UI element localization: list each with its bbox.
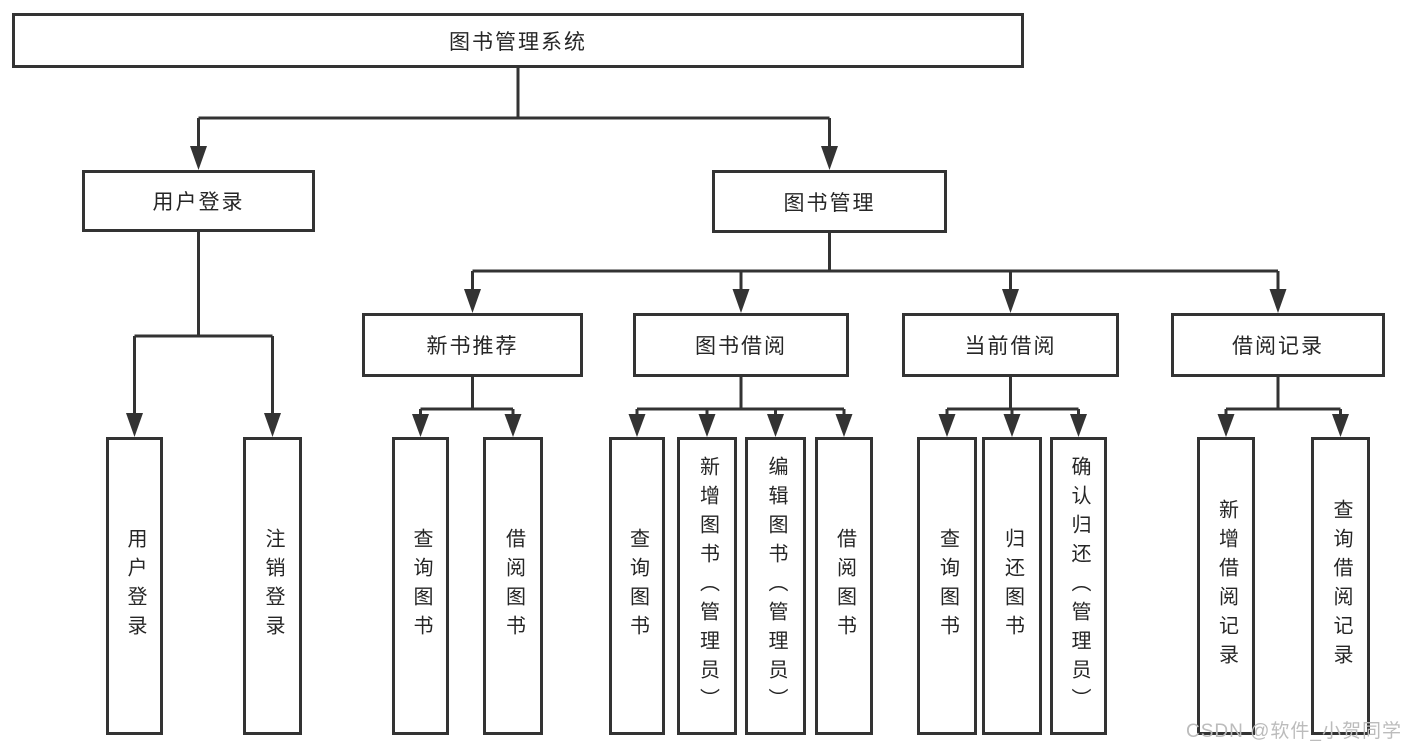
arrowhead-icon (1003, 414, 1021, 437)
node-label: 查询图书 (626, 528, 649, 644)
arrowhead-icon (190, 146, 207, 170)
node-leaf-return-books: 归还图书 (982, 437, 1042, 735)
node-leaf-edit-books-admin: 编辑图书（管理员） (745, 437, 806, 735)
node-leaf-query-books-borrow: 查询图书 (609, 437, 665, 735)
arrowhead-icon (732, 289, 750, 313)
node-label: 借阅记录 (1232, 335, 1324, 358)
node-leaf-query-books-recommend: 查询图书 (392, 437, 449, 735)
node-label: 注销登录 (262, 528, 284, 644)
node-label: 借阅图书 (502, 528, 525, 644)
node-label: 图书管理系统 (449, 30, 587, 54)
node-label: 查询图书 (936, 528, 959, 644)
node-leaf-confirm-return-admin: 确认归还（管理员） (1050, 437, 1107, 735)
node-label: 图书管理 (783, 191, 876, 215)
node-leaf-query-books-current: 查询图书 (917, 437, 977, 735)
arrowhead-icon (835, 414, 853, 437)
node-label: 新增借阅记录 (1215, 499, 1238, 673)
node-label: 借阅图书 (833, 528, 856, 644)
arrowhead-icon (1070, 414, 1087, 437)
connector-management-to-modules (471, 233, 1280, 290)
node-module-book-borrow: 图书借阅 (633, 313, 849, 377)
csdn-watermark: CSDN @软件_小贺同学 (1186, 721, 1402, 742)
node-label: 新书推荐 (426, 335, 519, 358)
connector-current-to-leaves (945, 377, 1080, 416)
node-leaf-add-books-admin: 新增图书（管理员） (677, 437, 737, 735)
node-module-current-borrow: 当前借阅 (902, 313, 1119, 377)
arrowhead-icon (464, 289, 481, 313)
node-leaf-add-borrow-record: 新增借阅记录 (1197, 437, 1255, 735)
node-label: 确认归还（管理员） (1068, 455, 1090, 717)
arrowhead-icon (412, 414, 429, 437)
node-branch-book-management: 图书管理 (712, 170, 947, 233)
node-label: 图书借阅 (695, 335, 787, 358)
node-leaf-logout: 注销登录 (243, 437, 302, 735)
node-label: 归还图书 (1001, 528, 1024, 644)
arrowhead-icon (1269, 289, 1287, 313)
arrowhead-icon (821, 146, 838, 170)
node-root-system: 图书管理系统 (12, 13, 1024, 68)
node-label: 查询借阅记录 (1330, 499, 1352, 673)
arrowhead-icon (504, 414, 522, 437)
arrowhead-icon (698, 414, 716, 437)
connector-records-to-leaves (1224, 377, 1342, 416)
node-leaf-query-borrow-record: 查询借阅记录 (1311, 437, 1370, 735)
node-label: 编辑图书（管理员） (765, 455, 787, 717)
arrowhead-icon (1217, 414, 1235, 437)
node-branch-user-login: 用户登录 (82, 170, 315, 232)
arrowhead-icon (1002, 289, 1019, 313)
node-label: 查询图书 (410, 528, 432, 644)
node-label: 当前借阅 (964, 335, 1057, 358)
arrowhead-icon (628, 414, 646, 437)
node-label: 新增图书（管理员） (696, 455, 719, 717)
node-module-borrow-records: 借阅记录 (1171, 313, 1385, 377)
node-module-new-book-recommend: 新书推荐 (362, 313, 583, 377)
arrowhead-icon (126, 413, 143, 437)
connector-login-to-leaves (133, 232, 274, 414)
arrowhead-icon (938, 414, 956, 437)
connector-recommend-to-leaves (419, 377, 515, 416)
arrowhead-icon (264, 413, 281, 437)
arrowhead-icon (767, 414, 784, 437)
node-leaf-borrow-books: 借阅图书 (815, 437, 873, 735)
arrowhead-icon (1332, 414, 1349, 437)
node-leaf-user-login: 用户登录 (106, 437, 163, 735)
node-label: 用户登录 (124, 528, 146, 644)
connector-borrow-to-leaves (635, 377, 846, 416)
node-leaf-borrow-books-recommend: 借阅图书 (483, 437, 543, 735)
connector-root-to-branches (197, 68, 831, 148)
node-label: 用户登录 (152, 191, 245, 214)
